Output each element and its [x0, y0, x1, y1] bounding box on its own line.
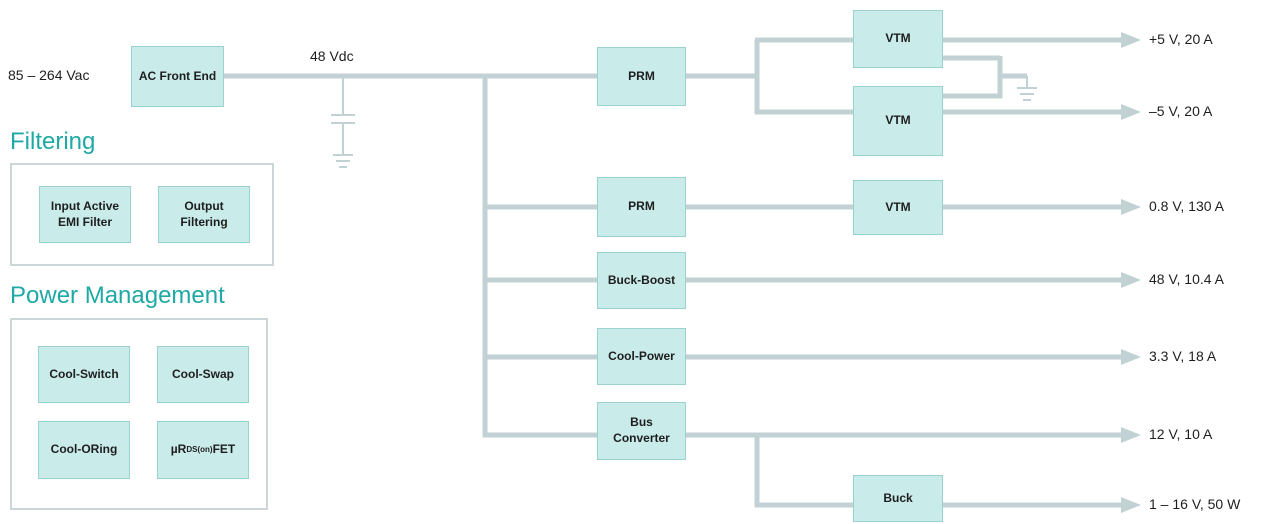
vtm-negative-block: VTM — [853, 86, 943, 156]
bus-voltage-label: 48 Vdc — [310, 48, 354, 64]
bus-converter-label-line2: Converter — [613, 431, 670, 445]
cool-swap-block: Cool-Swap — [157, 346, 249, 403]
output-filtering-line1: Output — [184, 198, 224, 213]
output-filtering-block: Output Filtering — [158, 186, 250, 243]
input-voltage-label: 85 – 264 Vac — [8, 67, 90, 83]
input-emi-filter-line1: Input Active — [50, 198, 120, 213]
output-v33-label: 3.3 V, 18 A — [1149, 348, 1217, 364]
input-emi-filter-line2: EMI Filter — [57, 214, 112, 229]
output-neg5-label: –5 V, 20 A — [1149, 103, 1213, 119]
output-v1to16-label: 1 – 16 V, 50 W — [1149, 496, 1241, 512]
arrowhead-v1to16 — [1121, 497, 1141, 513]
power-management-title: Power Management — [10, 282, 225, 309]
arrowhead-v12 — [1121, 427, 1141, 443]
ground-icon — [1017, 76, 1037, 101]
buck-block: Buck — [853, 475, 943, 522]
bus-converter-block: Bus Converter — [597, 402, 686, 460]
filtering-title: Filtering — [10, 128, 96, 155]
bus-converter-label-line1: Bus — [630, 415, 653, 430]
arrowhead-v08 — [1121, 199, 1141, 215]
urds-fet-suffix: FET — [212, 442, 236, 457]
buck-boost-block: Buck-Boost — [597, 252, 686, 309]
vtm-mid-block: VTM — [853, 180, 943, 235]
vtm-positive-block: VTM — [853, 10, 943, 68]
output-pos5-label: +5 V, 20 A — [1149, 31, 1213, 47]
prm-mid-block: PRM — [597, 177, 686, 237]
prm-top-block: PRM — [597, 47, 686, 106]
arrowhead-v48 — [1121, 272, 1141, 288]
capacitor-icon — [331, 78, 355, 168]
output-filtering-line2: Filtering — [180, 214, 228, 229]
arrowhead-neg5 — [1121, 104, 1141, 120]
output-v08-label: 0.8 V, 130 A — [1149, 198, 1224, 214]
cool-oring-block: Cool-ORing — [38, 421, 130, 479]
ac-front-end-block: AC Front End — [131, 46, 224, 107]
output-v12-label: 12 V, 10 A — [1149, 426, 1213, 442]
cool-switch-block: Cool-Switch — [38, 346, 130, 403]
urds-fet-prefix: µR — [170, 442, 187, 457]
output-v48-label: 48 V, 10.4 A — [1149, 271, 1224, 287]
arrowhead-pos5 — [1121, 32, 1141, 48]
cool-power-block: Cool-Power — [597, 328, 686, 385]
arrowhead-v33 — [1121, 349, 1141, 365]
input-emi-filter-block: Input Active EMI Filter — [39, 186, 131, 243]
urds-fet-subscript: DS(on) — [186, 444, 213, 454]
